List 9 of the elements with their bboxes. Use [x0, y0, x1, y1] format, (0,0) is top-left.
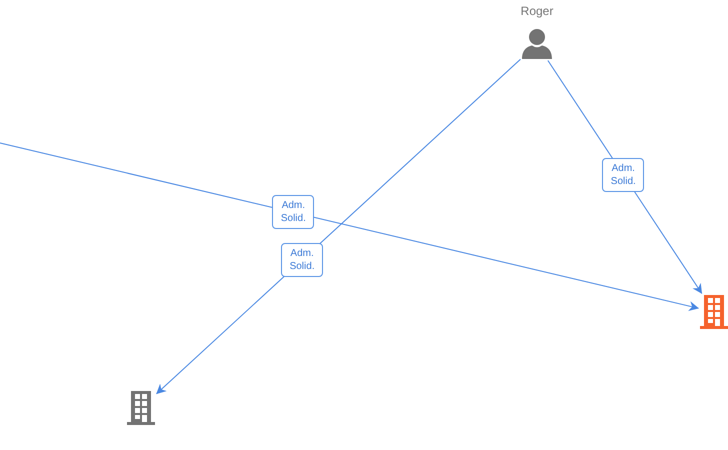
person-name: Roger — [520, 4, 554, 19]
edge-label: Adm. Solid. — [272, 195, 314, 230]
building-icon — [700, 295, 728, 329]
arrow — [156, 58, 521, 394]
building-icon — [127, 391, 155, 425]
arrow — [0, 142, 699, 311]
edge-label: Adm. Solid. — [281, 242, 324, 277]
person-icon — [522, 29, 552, 59]
edge-label: Adm. Solid. — [602, 158, 644, 192]
